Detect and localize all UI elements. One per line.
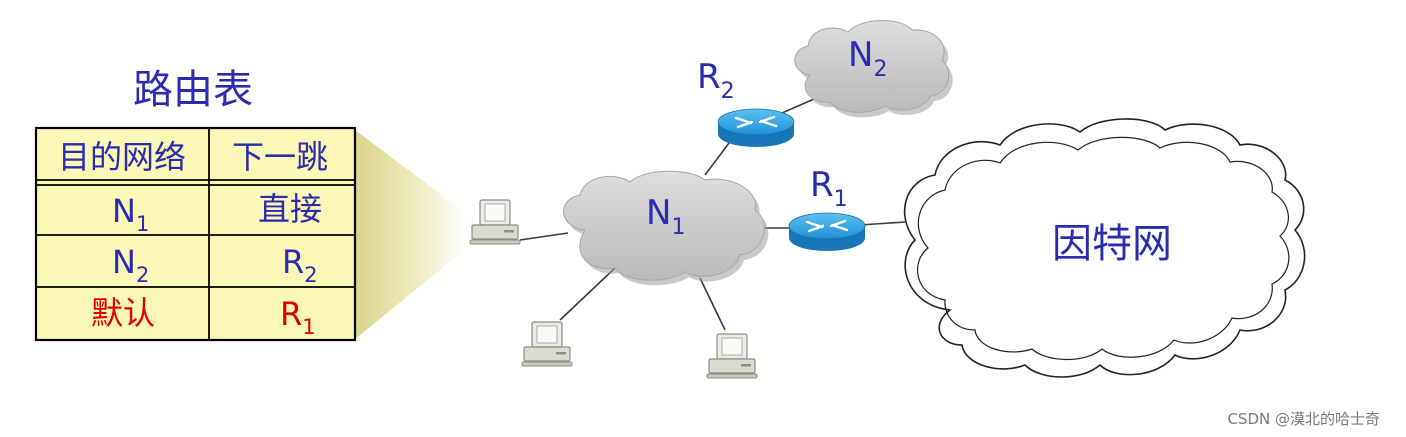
n1-label: N1 <box>646 193 685 240</box>
r2-label: R2 <box>697 57 735 104</box>
link-host-n1 <box>519 232 569 241</box>
row2-destination: N2 <box>112 243 149 287</box>
row1-next-hop: 直接 <box>258 190 322 228</box>
n2-label: N2 <box>848 35 887 82</box>
header-destination: 目的网络 <box>58 138 186 176</box>
link-n1-pc-bottom-right <box>699 277 726 331</box>
host-computer <box>469 199 521 245</box>
link-n1-pc-bottom-left <box>559 267 616 321</box>
watermark: CSDN @漠北的哈士奇 <box>1227 410 1380 428</box>
row3-next-hop: R1 <box>280 295 316 339</box>
network-links <box>519 91 906 331</box>
cloud-n2 <box>794 19 953 118</box>
router-r1 <box>787 211 867 253</box>
r1-label: R1 <box>810 165 848 212</box>
pc-bottom-right <box>706 333 758 379</box>
table-pointer-beam <box>355 130 467 339</box>
row2-next-hop: R2 <box>282 243 318 287</box>
row3-destination: 默认 <box>91 294 155 332</box>
cloud-internet <box>903 118 1306 378</box>
row1-destination: N1 <box>112 192 149 236</box>
header-next-hop: 下一跳 <box>232 138 328 176</box>
pc-bottom-left <box>521 321 573 367</box>
routing-table: 路由表 目的网络 下一跳 N1 直接 N2 R2 默认 R1 <box>34 67 357 342</box>
router-r2 <box>716 107 796 149</box>
link-r1-internet <box>859 221 906 226</box>
internet-label: 因特网 <box>1052 221 1172 267</box>
cloud-n1 <box>563 170 769 286</box>
routing-table-title: 路由表 <box>133 67 253 113</box>
